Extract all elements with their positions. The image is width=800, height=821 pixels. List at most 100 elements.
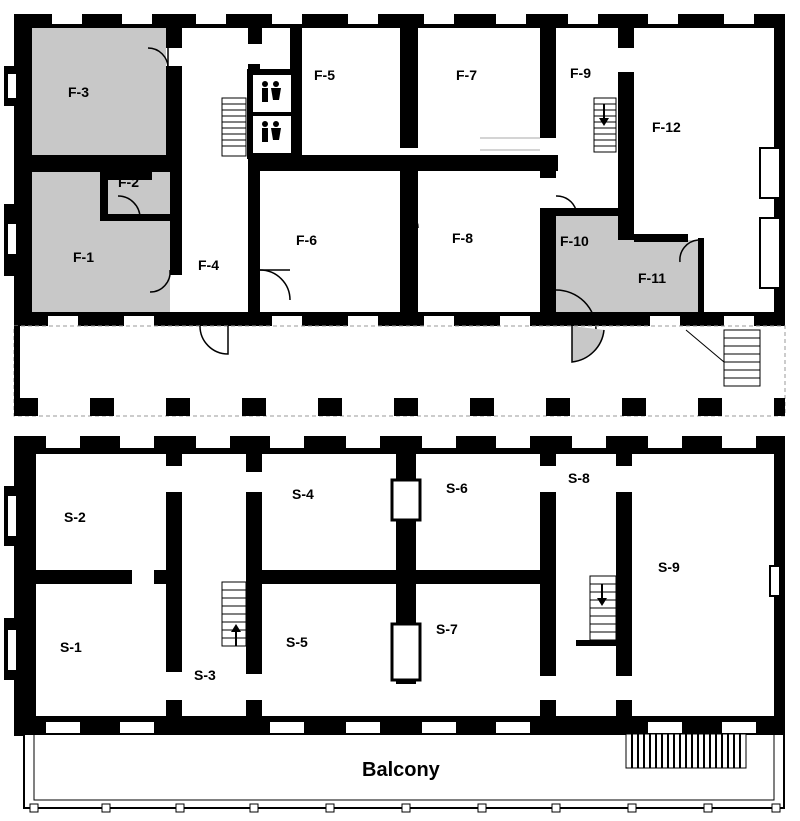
window bbox=[46, 722, 80, 734]
door-swing bbox=[117, 195, 141, 219]
door-swing bbox=[399, 209, 419, 229]
wall bbox=[540, 492, 556, 676]
window bbox=[500, 316, 530, 326]
wall bbox=[540, 700, 556, 722]
room-label-f5: F-5 bbox=[314, 67, 335, 83]
first-floor: F-3 F-2 F-1 F-4 F-5 F-6 F-7 F-8 F-9 F-10… bbox=[4, 14, 786, 417]
window bbox=[648, 436, 682, 448]
window bbox=[122, 14, 152, 24]
window bbox=[46, 436, 80, 448]
wall bbox=[556, 208, 618, 216]
second-floor: S-2 S-1 S-3 S-4 S-5 S-6 S-7 S-8 S-9 bbox=[4, 436, 785, 813]
room-label-f8: F-8 bbox=[452, 230, 473, 246]
window bbox=[8, 224, 16, 254]
window bbox=[424, 14, 454, 24]
outer-wall-bottom-f bbox=[14, 312, 785, 326]
wall bbox=[100, 172, 108, 220]
door-swing bbox=[259, 269, 291, 301]
window bbox=[346, 722, 380, 734]
staircase bbox=[625, 733, 747, 769]
room-f10-area bbox=[556, 216, 618, 312]
room-label-s1: S-1 bbox=[60, 639, 82, 655]
wall bbox=[618, 28, 634, 48]
window bbox=[650, 316, 680, 326]
window bbox=[496, 722, 530, 734]
wall bbox=[540, 28, 556, 138]
room-label-f12: F-12 bbox=[652, 119, 681, 135]
outer-wall-left-s bbox=[14, 436, 36, 736]
room-f11-area bbox=[618, 240, 698, 312]
room-label-f10: F-10 bbox=[560, 233, 589, 249]
column bbox=[774, 398, 785, 416]
window bbox=[724, 14, 754, 24]
baluster bbox=[627, 803, 637, 813]
baluster bbox=[29, 803, 39, 813]
wall bbox=[166, 28, 182, 48]
staircase bbox=[593, 97, 617, 153]
wall bbox=[576, 640, 616, 646]
column bbox=[698, 398, 722, 416]
room-label-f7: F-7 bbox=[456, 67, 477, 83]
room-label-f2: F-2 bbox=[118, 174, 139, 190]
wall bbox=[248, 155, 558, 171]
room-label-f3: F-3 bbox=[68, 84, 89, 100]
wall bbox=[170, 155, 182, 275]
window bbox=[270, 722, 304, 734]
staircase bbox=[685, 329, 761, 387]
room-label-f11: F-11 bbox=[638, 270, 666, 286]
column bbox=[394, 398, 418, 416]
window bbox=[572, 436, 606, 448]
door-swing bbox=[149, 269, 171, 293]
room-label-s8: S-8 bbox=[568, 470, 590, 486]
outer-wall-bottom-s bbox=[14, 716, 785, 734]
column bbox=[546, 398, 570, 416]
room-label-s5: S-5 bbox=[286, 634, 308, 650]
toilet-icon bbox=[262, 81, 281, 102]
door-swing bbox=[555, 289, 597, 331]
window bbox=[272, 316, 302, 326]
column bbox=[622, 398, 646, 416]
window bbox=[759, 217, 781, 289]
door-swing bbox=[555, 195, 577, 211]
wall bbox=[246, 700, 262, 722]
window bbox=[48, 316, 78, 326]
baluster bbox=[771, 803, 781, 813]
window bbox=[8, 630, 16, 670]
outer-wall-left-f bbox=[14, 14, 32, 326]
room-f3-area bbox=[32, 28, 166, 155]
wall bbox=[698, 238, 704, 312]
window bbox=[120, 722, 154, 734]
column bbox=[90, 398, 114, 416]
window bbox=[422, 722, 456, 734]
staircase bbox=[221, 581, 247, 647]
wall bbox=[540, 160, 556, 178]
column bbox=[14, 398, 38, 416]
wall bbox=[36, 570, 132, 584]
window bbox=[722, 722, 756, 734]
window bbox=[769, 565, 781, 597]
window bbox=[648, 722, 682, 734]
room-label-f6: F-6 bbox=[296, 232, 317, 248]
wall bbox=[166, 454, 182, 466]
wall bbox=[400, 170, 418, 312]
window bbox=[196, 14, 226, 24]
baluster bbox=[325, 803, 335, 813]
wall bbox=[246, 492, 262, 674]
room-label-s4: S-4 bbox=[292, 486, 314, 502]
window bbox=[346, 436, 380, 448]
room-label-f1: F-1 bbox=[73, 249, 94, 265]
window bbox=[390, 622, 422, 682]
room-label-s9: S-9 bbox=[658, 559, 680, 575]
wall bbox=[540, 208, 556, 312]
window bbox=[496, 436, 530, 448]
door-swing bbox=[199, 325, 229, 355]
window bbox=[568, 14, 598, 24]
window bbox=[648, 14, 678, 24]
window bbox=[722, 436, 756, 448]
window bbox=[124, 316, 154, 326]
wall bbox=[166, 66, 182, 162]
down-arrow-icon bbox=[599, 104, 609, 126]
room-label-f4: F-4 bbox=[198, 257, 219, 273]
column bbox=[166, 398, 190, 416]
